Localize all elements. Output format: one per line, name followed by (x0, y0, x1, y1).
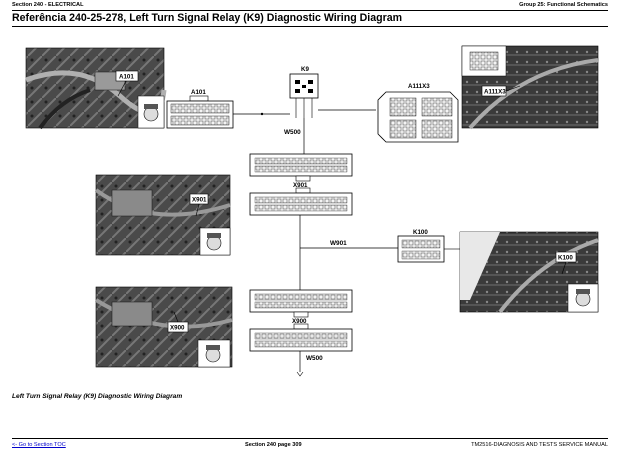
photo-label-k100: K100 (558, 255, 573, 262)
page-title: Referência 240-25-278, Left Turn Signal … (12, 12, 403, 24)
wire-end-arrow (296, 371, 304, 377)
title-rule (12, 26, 608, 27)
group-header: Group 25: Functional Schematics (519, 2, 608, 8)
section-toc-link[interactable]: <- Go to Section TOC (12, 442, 66, 448)
photo-label-a101: A101 (119, 74, 134, 81)
section-header: Section 240 - ELECTRICAL (12, 2, 84, 8)
connector-label-x900: X900 (292, 318, 307, 325)
wire-label-w901: W901 (330, 240, 347, 247)
photo-a101: A101 (25, 47, 167, 130)
connector-k100: K100 (397, 229, 460, 263)
wire-node (260, 112, 264, 116)
connector-x900-harness: X900 (249, 289, 353, 352)
page-number: Section 240 page 309 (245, 442, 302, 448)
photo-label-x901: X901 (192, 197, 207, 204)
figure-caption: Left Turn Signal Relay (K9) Diagnostic W… (12, 393, 183, 400)
photo-k100: K100 (459, 231, 599, 314)
connector-label-k100: K100 (413, 229, 428, 236)
connector-label-k9: K9 (301, 66, 309, 73)
photo-label-a111x3: A111X3 (484, 89, 506, 96)
connector-a111x3: A111X3 (377, 83, 459, 143)
photo-label-x900: X900 (170, 325, 185, 332)
footer-rule (12, 438, 608, 439)
connector-a101: A101 (166, 89, 234, 129)
connector-label-x901: X901 (293, 182, 308, 189)
relay-k9: K9 (289, 66, 319, 118)
photo-x900: X900 (94, 286, 233, 368)
photo-a111x3: A111X3 (461, 45, 599, 130)
manual-title: TM2516-DIAGNOSIS AND TESTS SERVICE MANUA… (471, 442, 608, 448)
connector-label-a101: A101 (191, 89, 206, 96)
photo-x901: X901 (94, 174, 231, 256)
wire-label-w500-top: W500 (284, 129, 301, 136)
wire-label-w500-bottom: W500 (306, 355, 323, 362)
connector-x901-harness: X901 (249, 153, 353, 216)
connector-label-a111x3: A111X3 (408, 83, 430, 90)
header-rule (12, 10, 608, 11)
